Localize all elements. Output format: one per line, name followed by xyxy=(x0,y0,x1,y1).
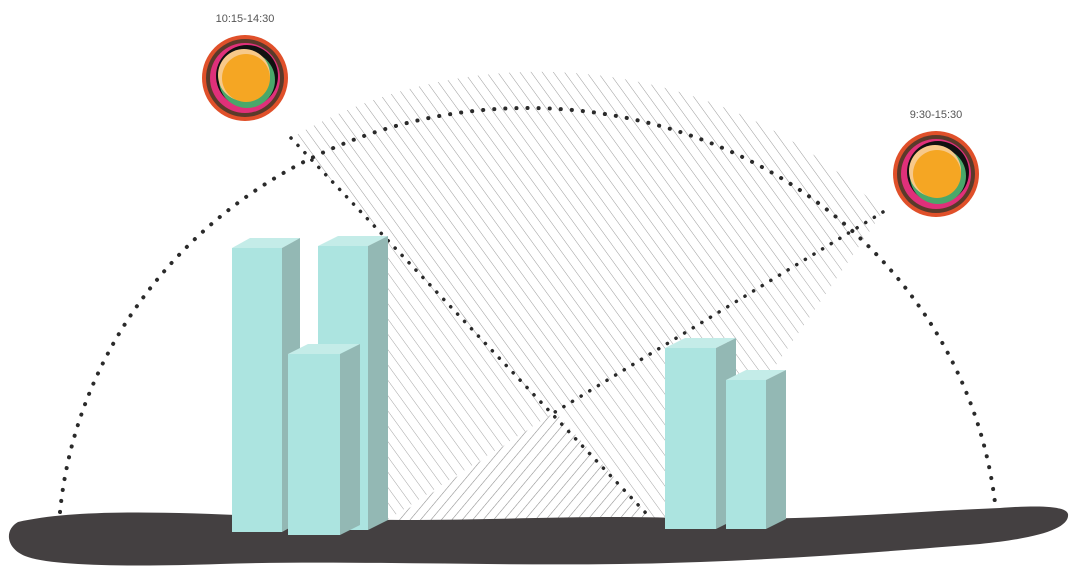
sunlight-sector-upper xyxy=(291,71,883,412)
sun-path-arc xyxy=(58,106,998,514)
sun-time-label: 10:15-14:30 xyxy=(216,13,275,25)
building xyxy=(665,338,736,529)
sun-time-label: 9:30-15:30 xyxy=(910,109,963,121)
sunlight-sector-left xyxy=(384,232,555,522)
building xyxy=(726,370,786,529)
boundary-ray-right xyxy=(553,210,885,414)
sun-icon xyxy=(202,35,288,121)
boundary-ray-left xyxy=(289,136,662,530)
building-cluster-right xyxy=(665,338,786,529)
building xyxy=(288,344,360,535)
sun-icon xyxy=(893,131,979,217)
sunlight-sector-ground xyxy=(388,412,660,528)
building-cluster-left xyxy=(232,236,388,535)
